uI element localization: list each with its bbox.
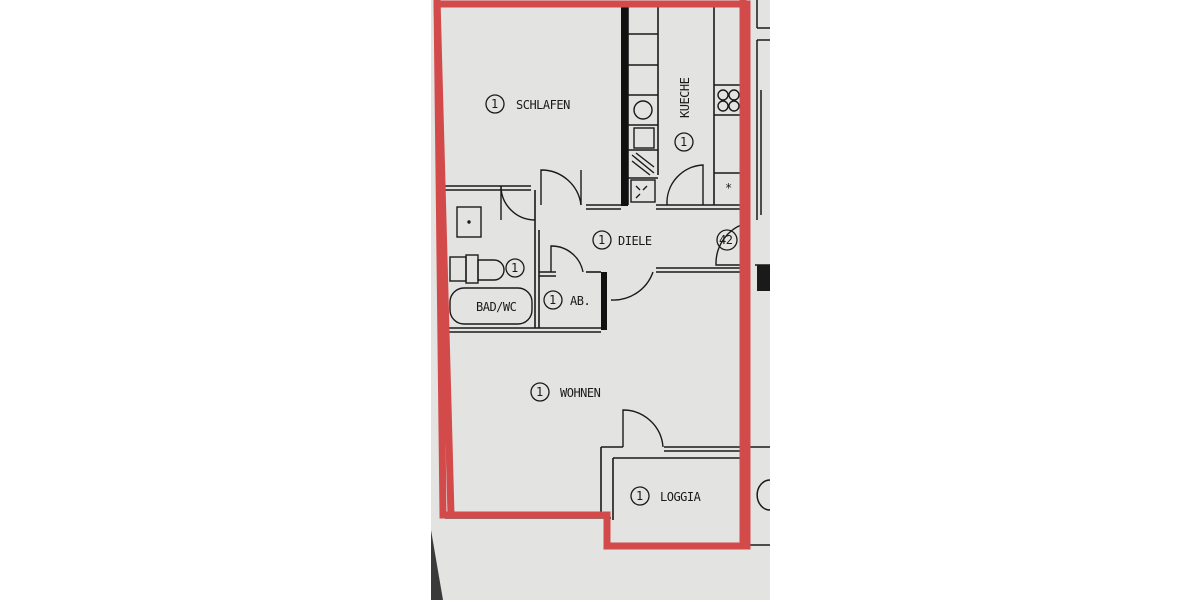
- kitchen-wall: [621, 6, 628, 206]
- storage-door: [550, 245, 584, 273]
- toilet-icon: [477, 259, 505, 281]
- svg-text:BAD/WC: BAD/WC: [476, 300, 517, 314]
- svg-text:42: 42: [719, 233, 733, 247]
- room-walls: [445, 5, 743, 520]
- loggia-door: [622, 409, 664, 448]
- svg-text:LOGGIA: LOGGIA: [660, 490, 702, 504]
- svg-text:1: 1: [511, 261, 518, 275]
- svg-text:DIELE: DIELE: [618, 234, 652, 248]
- living-door: [610, 271, 654, 301]
- room-label-diele: 1 DIELE: [592, 230, 652, 250]
- room-label-bad: 1 BAD/WC: [476, 258, 525, 314]
- hob-icon: [633, 100, 653, 120]
- room-label-ab: 1 AB.: [543, 290, 591, 310]
- floor-plan-drawing: * 1 SCHLAFEN 1 KUECHE: [431, 0, 770, 600]
- bedroom-door: [540, 169, 582, 206]
- kitchen-fixtures: [630, 89, 740, 203]
- room-label-loggia: 1 LOGGIA: [630, 486, 702, 506]
- svg-text:1: 1: [549, 293, 556, 307]
- apartment-outline: [433, 0, 751, 550]
- svg-text:WOHNEN: WOHNEN: [560, 386, 601, 400]
- svg-text:1: 1: [636, 489, 643, 503]
- drainboard-icon: [631, 152, 655, 176]
- bathtub-icon: [449, 287, 533, 325]
- stair-number: 42: [716, 229, 738, 251]
- outline-left-edge: [433, 0, 455, 516]
- svg-text:SCHLAFEN: SCHLAFEN: [516, 98, 570, 112]
- svg-text:AB.: AB.: [570, 294, 590, 308]
- svg-text:1: 1: [598, 233, 605, 247]
- room-label-schlafen: 1 SCHLAFEN: [485, 94, 571, 114]
- svg-text:1: 1: [680, 135, 687, 149]
- svg-text:1: 1: [536, 385, 543, 399]
- sink-kitchen-icon: [633, 127, 655, 149]
- room-label-kueche: 1 KUECHE: [674, 77, 694, 152]
- doors: [540, 164, 742, 448]
- storage-wall: [601, 272, 607, 330]
- floor-plan-photo: * 1 SCHLAFEN 1 KUECHE: [431, 0, 770, 600]
- star-marker: *: [725, 181, 732, 195]
- room-label-wohnen: 1 WOHNEN: [530, 382, 601, 402]
- svg-text:KUECHE: KUECHE: [678, 77, 692, 118]
- sink-icon: [449, 256, 467, 282]
- kitchen-door: [666, 164, 704, 206]
- bathroom-fixtures: [449, 185, 536, 325]
- shower-icon: [456, 206, 482, 238]
- svg-text:1: 1: [491, 97, 498, 111]
- neighbor-wall: [757, 265, 770, 291]
- photo-shadow: [431, 530, 443, 600]
